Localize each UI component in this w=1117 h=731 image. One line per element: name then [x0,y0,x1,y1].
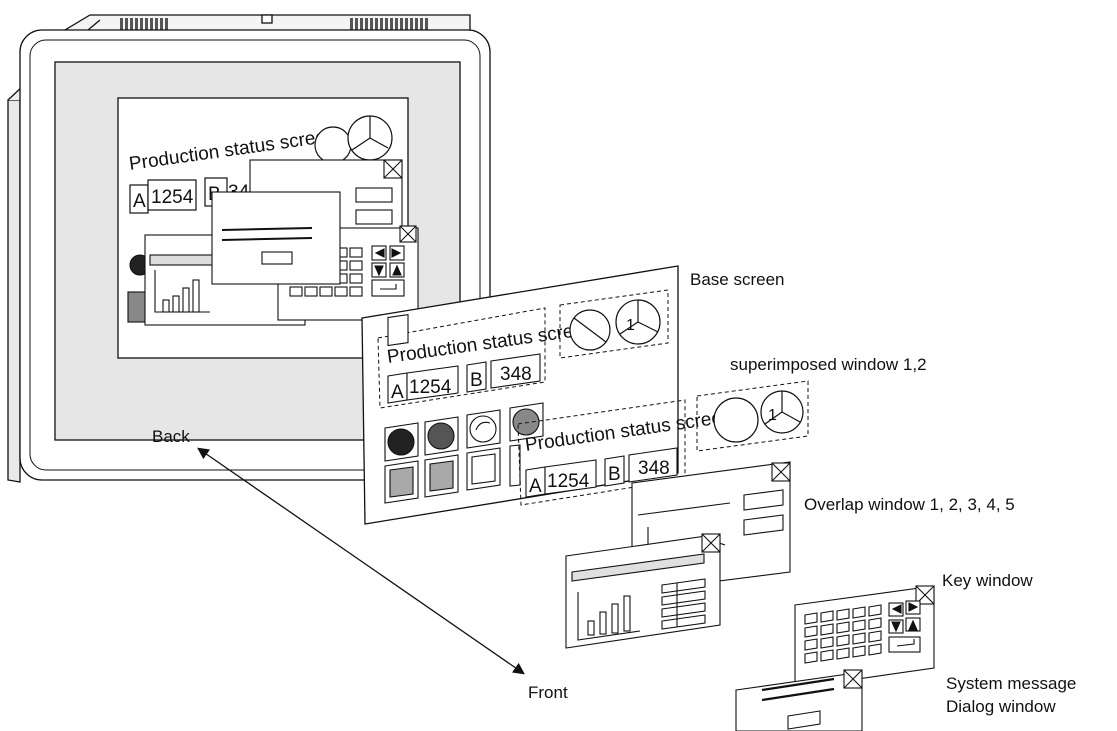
base-label-a: A [391,382,404,403]
back-front-arrow [197,447,525,675]
device-label-a: A [133,191,146,212]
label-key-window: Key window [942,571,1033,590]
overlay-label-a: A [529,476,542,497]
base-circle-number: 1 [626,317,635,334]
label-back: Back [152,427,190,446]
base-pie-icons [569,299,661,351]
device-value-a: 1254 [151,187,194,208]
system-dialog-layer [735,669,863,731]
key-window-layer [794,585,935,689]
label-system-message: System message [946,674,1076,693]
base-screen-layer: Production status screen A 1254 B 348 1 [361,265,734,525]
overlay-value-b: 348 [638,458,670,479]
overlay-value-a: 1254 [547,471,590,492]
label-front: Front [528,683,568,702]
superimposed-circle-number: 1 [768,407,777,424]
overlay-label-b: B [608,464,621,485]
base-value-b: 348 [500,364,532,385]
device-pie-icons [314,115,393,164]
label-superimposed-window: superimposed window 1,2 [730,355,927,374]
superimposed-window-layer: 1 [696,380,809,452]
label-overlap-window: Overlap window 1, 2, 3, 4, 5 [804,495,1015,514]
base-value-a: 1254 [409,377,452,398]
device-system-dialog [211,191,341,285]
overlap-window-front [565,533,721,649]
base-label-b: B [470,370,483,391]
label-base-screen: Base screen [690,270,785,289]
label-dialog-window: Dialog window [946,697,1056,716]
